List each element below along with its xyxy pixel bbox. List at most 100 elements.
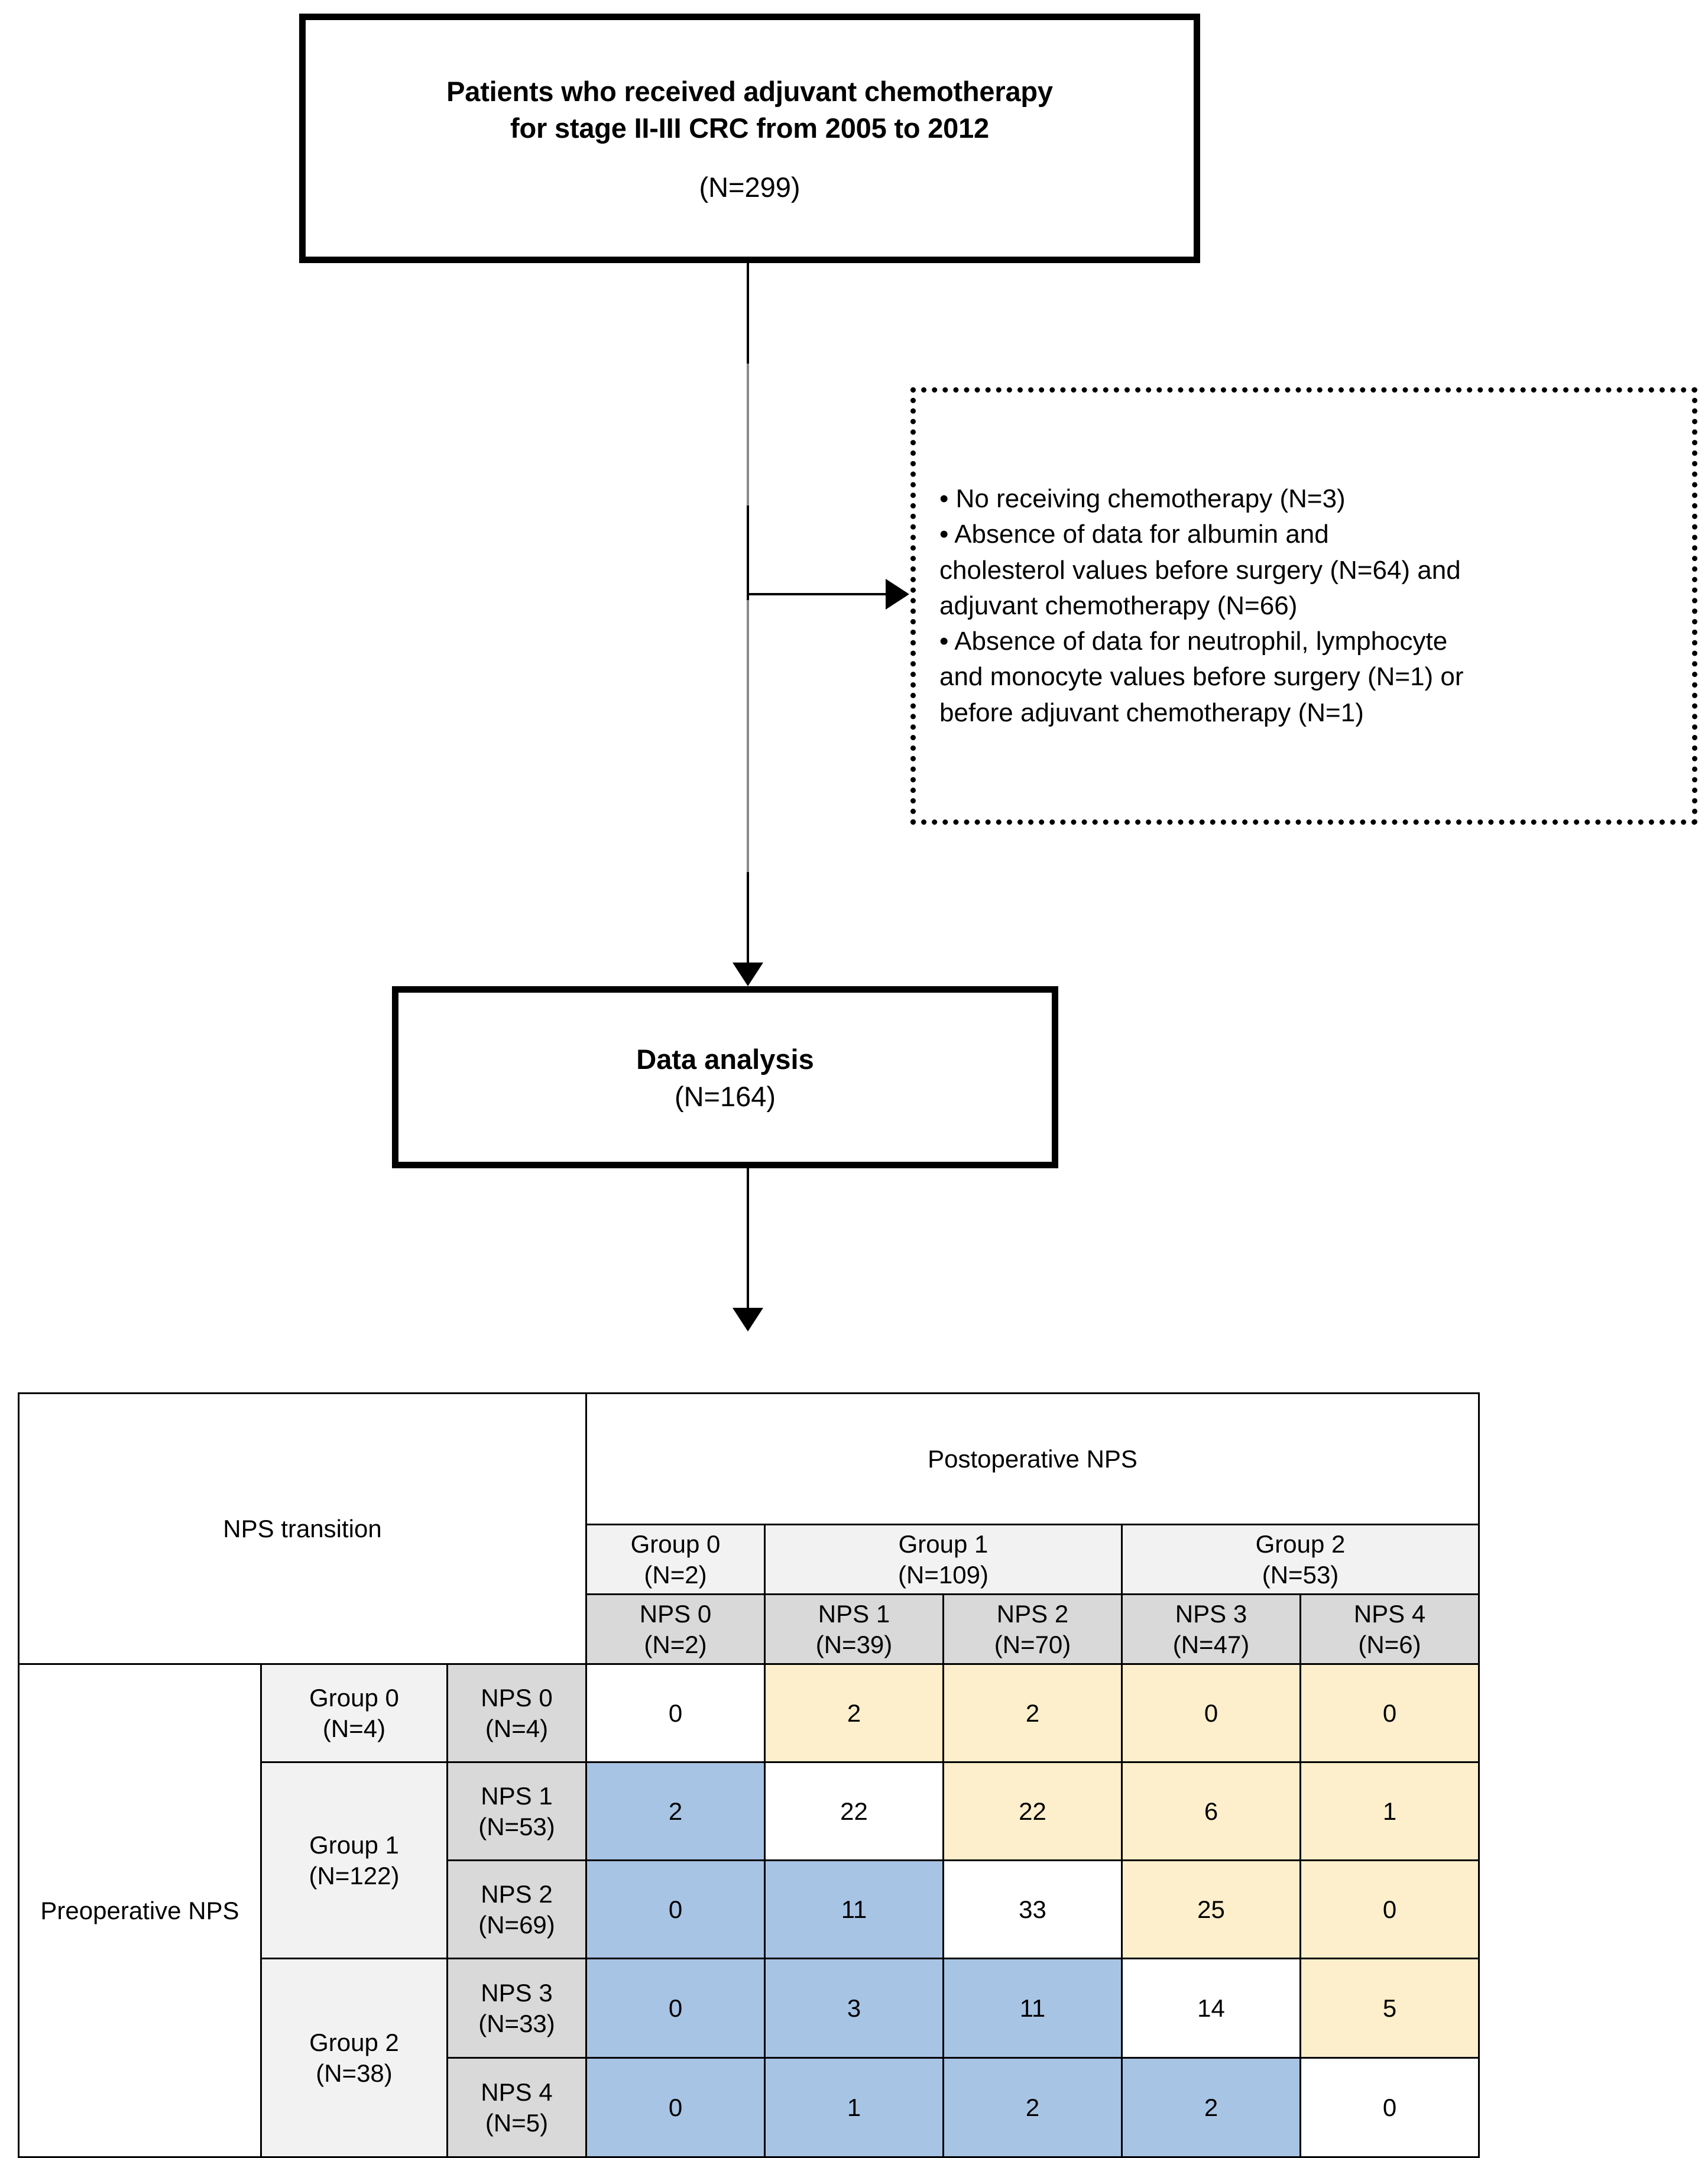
data-cell: 25: [1121, 1859, 1301, 1959]
arrow-to-exclusion-box: [886, 579, 909, 610]
column-group-count: (N=109): [898, 1560, 988, 1589]
data-cell: 2: [764, 1663, 944, 1763]
data-cell: 1: [1299, 1761, 1480, 1861]
cohort-line-2: for stage II-III CRC from 2005 to 2012: [510, 112, 989, 144]
column-group-header: Group 2 (N=53): [1120, 1524, 1480, 1595]
data-cell: 2: [942, 1663, 1123, 1763]
row-header-count: (N=5): [485, 2108, 549, 2137]
data-cell: 22: [764, 1761, 944, 1861]
row-header-count: (N=69): [478, 1910, 555, 1939]
row-header-label: NPS 3: [481, 1979, 553, 2007]
exclusion-item: before adjuvant chemotherapy (N=1): [939, 698, 1364, 727]
row-group-count: (N=38): [316, 2059, 393, 2087]
column-header: NPS 4 (N=6): [1299, 1593, 1480, 1665]
row-axis-label: Preoperative NPS: [18, 1663, 262, 2158]
column-header-count: (N=39): [815, 1630, 893, 1658]
row-header-label: NPS 0: [481, 1684, 553, 1712]
row-group-header: Group 0 (N=4): [260, 1663, 448, 1763]
column-header-label: NPS 3: [1175, 1600, 1247, 1628]
table-header-row-top: NPS transition Postoperative NPS: [18, 1392, 1480, 1665]
table-row: Group 2 (N=38) NPS 3 (N=33) 0 3 11 14 5: [19, 1958, 1480, 2158]
data-cell: 3: [764, 1958, 944, 2059]
exclusion-item: cholesterol values before surgery (N=64)…: [939, 555, 1461, 585]
row-group-header: Group 2 (N=38): [260, 1958, 448, 2158]
data-cell: 0: [1121, 1663, 1301, 1763]
arrow-to-analysis-box: [733, 963, 763, 986]
data-analysis-count: (N=164): [674, 1080, 776, 1112]
row-group-header: Group 1 (N=122): [260, 1761, 448, 1959]
exclusion-item: • No receiving chemotherapy (N=3): [939, 484, 1346, 514]
column-header-label: NPS 4: [1353, 1600, 1426, 1628]
row-group-label: Group 2: [309, 2029, 399, 2057]
row-header-label: NPS 1: [481, 1782, 553, 1810]
column-group-label: Group 0: [630, 1530, 721, 1558]
row-header-count: (N=33): [478, 2009, 555, 2037]
data-cell: 11: [764, 1859, 944, 1959]
data-analysis-box: Data analysis (N=164): [392, 986, 1058, 1168]
column-header: NPS 0 (N=2): [585, 1593, 766, 1665]
data-cell: 11: [942, 1958, 1123, 2059]
data-cell: 0: [585, 1958, 766, 2059]
row-header: NPS 1 (N=53): [446, 1761, 587, 1861]
column-header-label: NPS 2: [996, 1600, 1069, 1628]
data-cell: 2: [1121, 2057, 1301, 2158]
data-cell: 2: [585, 1761, 766, 1861]
column-header-label: NPS 1: [818, 1600, 890, 1628]
row-group-label: Group 1: [309, 1831, 399, 1859]
column-group-label: Group 2: [1255, 1530, 1346, 1558]
column-axis-label: Postoperative NPS: [585, 1392, 1480, 1525]
data-analysis-title: Data analysis: [636, 1044, 814, 1075]
exclusion-item: and monocyte values before surgery (N=1)…: [939, 662, 1464, 692]
data-cell: 0: [585, 1859, 766, 1959]
connector-trunk-end: [747, 872, 749, 964]
row-header-label: NPS 4: [481, 2078, 553, 2107]
column-group-header: Group 0 (N=2): [585, 1524, 766, 1595]
column-group-label: Group 1: [898, 1530, 988, 1558]
data-cell: 5: [1299, 1958, 1480, 2059]
connector-trunk-tail: [747, 600, 749, 872]
connector-trunk-lower: [747, 506, 749, 600]
column-header-count: (N=47): [1172, 1630, 1250, 1658]
table-row: Group 1 (N=122) NPS 1 (N=53) 2 22 22 6 1: [19, 1761, 1480, 1959]
row-header-count: (N=4): [485, 1714, 549, 1742]
table-header-row-nps: NPS 0 (N=2) NPS 1 (N=39) NPS 2 (N=70) NP…: [19, 1593, 1480, 1665]
column-header-count: (N=2): [644, 1630, 707, 1658]
data-cell: 22: [942, 1761, 1123, 1861]
row-header-label: NPS 2: [481, 1880, 553, 1908]
cohort-box: Patients who received adjuvant chemother…: [299, 14, 1200, 263]
data-cell: 33: [942, 1859, 1123, 1959]
arrow-to-table: [733, 1308, 763, 1331]
column-header-count: (N=6): [1358, 1630, 1421, 1658]
row-group-count: (N=122): [309, 1861, 400, 1890]
exclusion-criteria-box: • No receiving chemotherapy (N=3) • Abse…: [910, 387, 1697, 825]
row-header: NPS 3 (N=33): [446, 1958, 587, 2059]
column-group-count: (N=2): [644, 1560, 707, 1589]
row-group-label: Group 0: [309, 1684, 399, 1712]
column-group-count: (N=53): [1262, 1560, 1339, 1589]
row-header: NPS 0 (N=4): [446, 1663, 587, 1763]
column-header-count: (N=70): [994, 1630, 1071, 1658]
row-group-count: (N=4): [322, 1714, 386, 1742]
data-cell: 14: [1121, 1958, 1301, 2059]
column-header-label: NPS 0: [639, 1600, 712, 1628]
cohort-count: (N=299): [699, 171, 800, 203]
flowchart-canvas: Patients who received adjuvant chemother…: [18, 14, 1697, 2158]
data-cell: 0: [585, 1663, 766, 1763]
column-header: NPS 3 (N=47): [1121, 1593, 1301, 1665]
exclusion-item: adjuvant chemotherapy (N=66): [939, 591, 1298, 620]
data-cell: 0: [1299, 2057, 1480, 2158]
connector-to-table: [747, 1168, 749, 1310]
exclusion-item: • Absence of data for neutrophil, lympho…: [939, 627, 1448, 656]
column-header: NPS 2 (N=70): [942, 1593, 1123, 1665]
data-cell: 0: [1299, 1663, 1480, 1763]
row-header: NPS 4 (N=5): [446, 2057, 587, 2158]
table-corner-title: NPS transition: [18, 1392, 587, 1665]
connector-trunk-upper: [747, 263, 749, 364]
table-header-row-groups: Group 0 (N=2) Group 1 (N=109) Group 2 (N…: [19, 1524, 1480, 1595]
connector-exclusion-branch: [747, 593, 892, 595]
row-header: NPS 2 (N=69): [446, 1859, 587, 1959]
cohort-line-1: Patients who received adjuvant chemother…: [446, 76, 1053, 108]
column-header: NPS 1 (N=39): [764, 1593, 944, 1665]
exclusion-item: • Absence of data for albumin and: [939, 520, 1329, 549]
data-cell: 2: [942, 2057, 1123, 2158]
